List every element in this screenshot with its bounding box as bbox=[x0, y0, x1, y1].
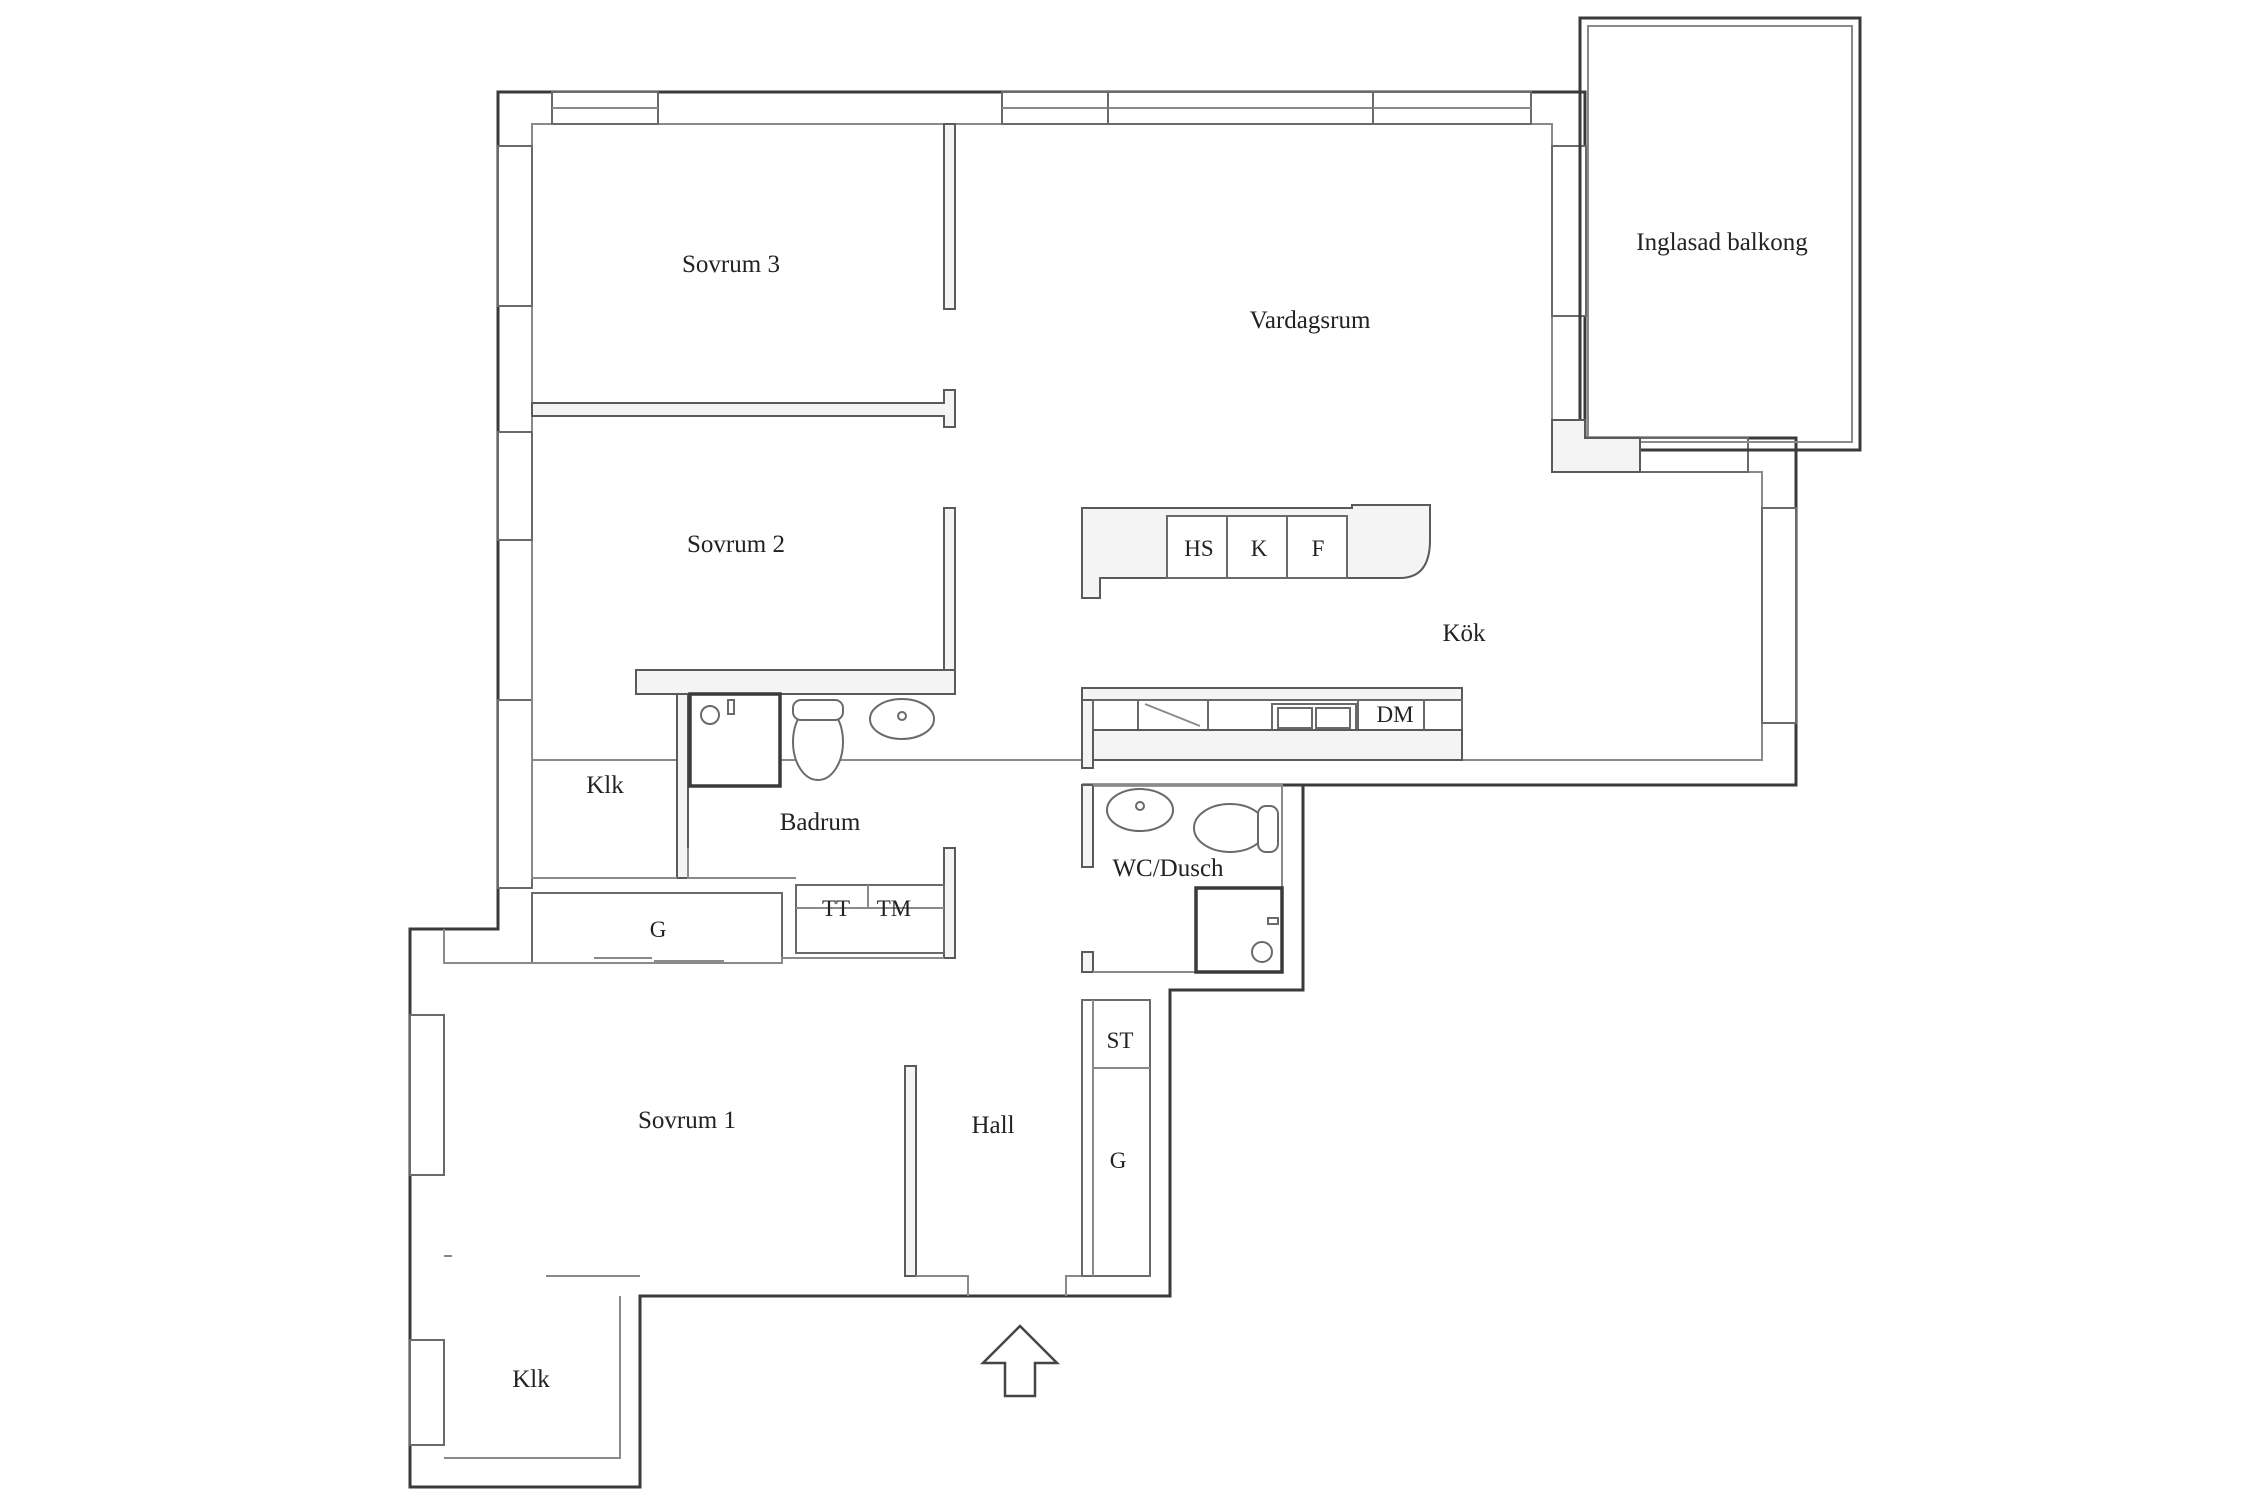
appliance-label-tt: TT bbox=[822, 896, 850, 921]
room-label-sovrum-3: Sovrum 3 bbox=[682, 251, 780, 278]
room-label-badrum: Badrum bbox=[780, 809, 861, 836]
room-label-vardagsrum: Vardagsrum bbox=[1250, 307, 1371, 334]
appliance-label-g-hall: G bbox=[1110, 1148, 1127, 1173]
room-label-klk-lower: Klk bbox=[512, 1366, 550, 1393]
room-label-inglasad-balkong: Inglasad balkong bbox=[1636, 229, 1808, 256]
kitchen bbox=[1081, 504, 1463, 761]
room-label-klk-upper: Klk bbox=[586, 772, 624, 799]
up-arrow-icon bbox=[979, 1324, 1061, 1398]
room-label-sovrum-2: Sovrum 2 bbox=[687, 531, 785, 558]
room-label-kok: Kök bbox=[1442, 620, 1486, 647]
interior-walls bbox=[443, 123, 1303, 1459]
appliance-label-g-top: G bbox=[650, 917, 667, 942]
room-labels: Sovrum 3 Vardagsrum Inglasad balkong Sov… bbox=[512, 229, 1808, 1393]
appliance-label-tm: TM bbox=[877, 896, 912, 921]
appliance-label-hs: HS bbox=[1184, 536, 1213, 561]
bathroom-fixtures bbox=[688, 692, 1284, 974]
appliance-label-dm: DM bbox=[1376, 702, 1413, 727]
windows bbox=[409, 91, 1797, 1446]
entrance-arrow bbox=[979, 1324, 1061, 1398]
room-label-hall: Hall bbox=[971, 1112, 1014, 1139]
appliance-label-st: ST bbox=[1107, 1028, 1134, 1053]
room-label-wc-dusch: WC/Dusch bbox=[1112, 855, 1224, 882]
appliance-label-f: F bbox=[1312, 536, 1325, 561]
balcony bbox=[1551, 16, 1862, 473]
room-label-sovrum-1: Sovrum 1 bbox=[638, 1107, 736, 1134]
appliance-label-k: K bbox=[1251, 536, 1268, 561]
appliance-labels: HS K F DM G TT TM ST G bbox=[650, 536, 1414, 1173]
